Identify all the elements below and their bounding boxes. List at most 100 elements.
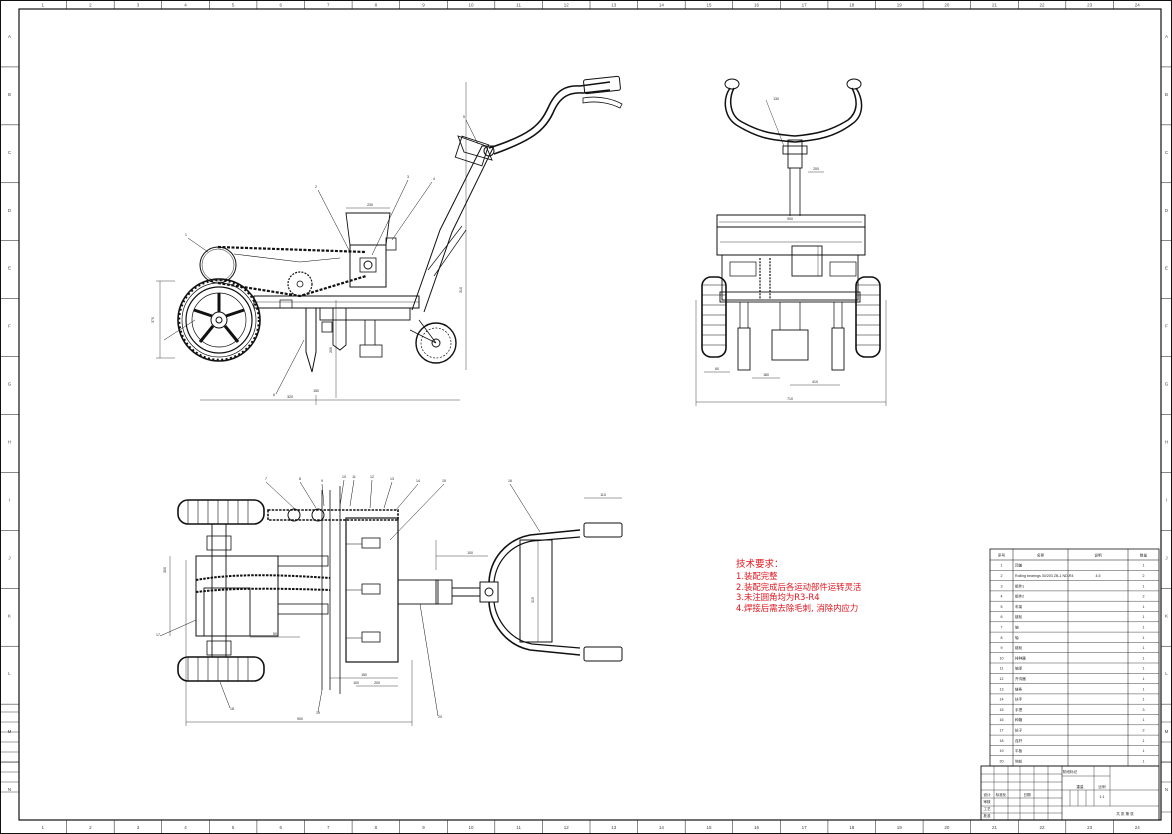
right-margin-table <box>1160 721 1172 813</box>
front-dimension-text: 130 <box>773 97 779 101</box>
bom-row-quantity: 2 <box>1143 728 1145 732</box>
border-column-label: 6 <box>279 825 282 830</box>
border-row-label: A <box>8 34 11 39</box>
border-row-label: D <box>8 208 12 213</box>
title-block-cell: 比例 <box>1098 784 1106 789</box>
border-column-label: 1 <box>42 825 45 830</box>
border-row-label: I <box>9 497 10 502</box>
title-block-cell: 设计 <box>983 792 991 797</box>
bom-row-number: 10 <box>1000 656 1004 660</box>
border-column-label: 17 <box>802 3 808 8</box>
bom-row-number: 13 <box>1000 687 1004 691</box>
bom-row-name: 开沟器 <box>1015 676 1026 681</box>
bom-row-quantity: 1 <box>1143 759 1145 763</box>
border-column-label: 21 <box>992 825 998 830</box>
technical-requirement-4: 4.焊接后需去除毛刺, 消除内应力 <box>736 602 859 613</box>
top-dimension-text: 900 <box>297 717 303 721</box>
border-column-label: 5 <box>232 3 235 8</box>
side-leaders <box>163 119 479 395</box>
border-column-label: 21 <box>992 3 998 8</box>
border-row-label: N <box>1165 787 1168 792</box>
technical-requirements-title: 技术要求： <box>736 559 784 570</box>
side-part-balloon: 5 <box>463 115 465 119</box>
bom-row-quantity: 1 <box>1143 564 1145 568</box>
bom-row-name: 轮子 <box>1015 727 1023 732</box>
title-block-texts: 设计审核工艺批准标准化日期比例重量共 张 第 张阶段标记1:1 <box>983 769 1134 818</box>
bom-row-number: 7 <box>1001 625 1003 629</box>
border-column-label: 3 <box>137 3 140 8</box>
bom-row-number: 9 <box>1001 646 1003 650</box>
technical-requirements-list: 1.装配完整 2.装配完成后各运动部件运转灵活 3.未注圆角均为R3-R4 4.… <box>736 571 861 613</box>
bom-row-name: 组件1 <box>1015 583 1024 588</box>
border-row-label: G <box>1165 382 1169 387</box>
top-view <box>159 479 623 726</box>
bom-row-number: 2 <box>1001 574 1003 578</box>
border-column-label: 24 <box>1135 3 1141 8</box>
border-column-label: 7 <box>327 825 330 830</box>
top-part-balloon: 7 <box>265 477 267 481</box>
bom-row-name: 轴承 <box>1015 666 1023 671</box>
border-column-label: 17 <box>802 825 808 830</box>
bom-row-quantity: 1 <box>1143 615 1145 619</box>
border-column-label: 19 <box>897 825 903 830</box>
border-column-label: 15 <box>706 3 712 8</box>
border-row-label: M <box>1165 729 1169 734</box>
revision-table <box>0 711 20 793</box>
border-column-label: 10 <box>469 825 475 830</box>
bom-row-number: 19 <box>1000 749 1004 753</box>
border-column-label: 18 <box>849 825 855 830</box>
bom-row-name: 平板 <box>1015 748 1023 753</box>
bom-row-number: 3 <box>1001 584 1003 588</box>
bom-row-quantity: 1 <box>1143 625 1145 629</box>
side-dimension-text: 150 <box>313 389 319 393</box>
border-row-label: E <box>8 266 11 271</box>
border-column-label: 16 <box>754 3 760 8</box>
bom-row-quantity: 1 <box>1143 646 1145 650</box>
bom-row-quantity: 1 <box>1143 739 1145 743</box>
title-block-cell: 重量 <box>1076 784 1084 789</box>
title-block-cell: 日期 <box>1023 792 1031 797</box>
top-part-balloon: 16 <box>508 479 512 483</box>
border-row-label: E <box>1165 266 1168 271</box>
top-part-balloon: 17 <box>156 633 160 637</box>
front-view <box>695 78 887 406</box>
title-block <box>980 765 1160 821</box>
border-column-label: 3 <box>137 825 140 830</box>
bom-row-note: 4.5 <box>1096 574 1101 578</box>
top-part-balloon: 14 <box>416 479 420 483</box>
bom-row-number: 16 <box>1000 718 1004 722</box>
border-row-label: A <box>1165 34 1168 39</box>
border-column-label: 2 <box>89 3 92 8</box>
top-dimension-text: 50 <box>273 632 277 636</box>
side-dimension-text: 370 <box>151 317 155 323</box>
side-dimension-text: 320 <box>287 395 293 399</box>
title-block-cell: 标准化 <box>996 792 1007 797</box>
bom-row-quantity: 1 <box>1143 605 1145 609</box>
top-part-balloon: 15 <box>442 479 446 483</box>
border-column-label: 8 <box>375 3 378 8</box>
border-column-label: 22 <box>1040 825 1046 830</box>
border-row-label: J <box>1165 555 1167 560</box>
title-block-cell: 工艺 <box>983 806 991 811</box>
border-row-label: F <box>1165 324 1168 329</box>
bom-header-cell: 说明 <box>1094 553 1102 558</box>
bom-row-name: 手把 <box>1015 707 1023 712</box>
border-column-label: 11 <box>516 3 521 8</box>
border-column-label: 23 <box>1087 3 1093 8</box>
border-column-label: 1 <box>42 3 45 8</box>
title-block-scale: 1:1 <box>1100 795 1105 799</box>
bom-header-cell: 数量 <box>1140 553 1148 558</box>
top-dimension-text: 110 <box>600 493 606 497</box>
border-column-label: 15 <box>706 825 712 830</box>
bom-row-name: 扶手 <box>1015 697 1023 702</box>
front-dimension-text: 60 <box>715 367 719 371</box>
bom-row-number: 6 <box>1001 615 1003 619</box>
border-row-label: C <box>8 150 12 155</box>
bom-row-name: 轴 <box>1015 635 1019 640</box>
top-dimension-text: 200 <box>374 681 380 685</box>
border-row-label: G <box>8 382 12 387</box>
border-row-label: L <box>8 671 11 676</box>
